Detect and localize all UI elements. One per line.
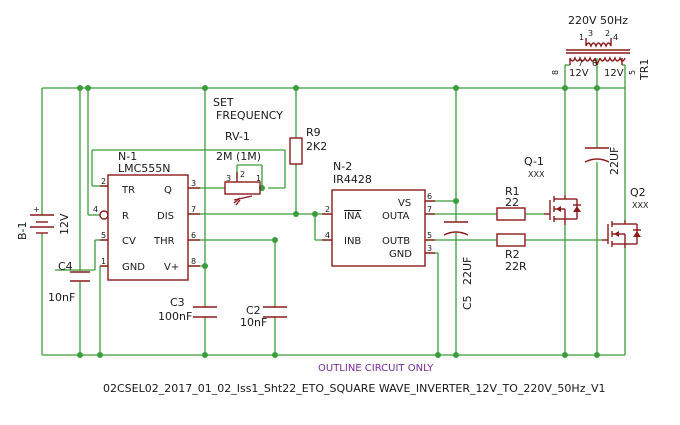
- pin-label-vs: VS: [398, 198, 411, 209]
- pin-num-5: 5: [101, 231, 106, 240]
- tr1-name: TR1: [638, 59, 651, 81]
- resistor-r1: R1 22: [496, 185, 526, 221]
- c6-value: 22UF: [608, 147, 621, 175]
- c4-value: 10nF: [48, 291, 75, 304]
- c2-value: 10nF: [240, 316, 267, 329]
- pin-num-4: 4: [93, 205, 98, 214]
- tr1-pin8: 8: [551, 70, 560, 75]
- tr1-pin6: 6: [592, 59, 597, 68]
- b1-value: 12V: [58, 213, 71, 235]
- tr1-pin1: 1: [579, 33, 584, 42]
- pin-label-outa: OUTA: [382, 211, 410, 222]
- pin-label-gnd2: GND: [389, 249, 412, 260]
- tr1-sec-left: 12V: [569, 68, 589, 79]
- r9-value: 2K2: [306, 140, 327, 153]
- capacitor-c3: C3 100nF: [158, 296, 217, 323]
- tr1-pin5: 5: [628, 70, 637, 75]
- capacitor-c6: 22UF: [584, 147, 621, 175]
- tr1-pin4: 4: [613, 33, 618, 42]
- n2-pin-num-5: 5: [427, 231, 432, 240]
- tr1-primary-label: 220V 50Hz: [568, 14, 628, 27]
- n2-pin-num-3: 3: [427, 244, 432, 253]
- rv1-pin1: 1: [256, 174, 261, 183]
- outline-note: OUTLINE CIRCUIT ONLY: [318, 363, 434, 374]
- pin-label-r: R: [122, 211, 129, 222]
- set-label: SET: [213, 96, 234, 109]
- pin-label-q: Q: [164, 185, 172, 196]
- n2-name: N-2: [333, 160, 352, 173]
- pin-label-dis: DIS: [157, 211, 174, 222]
- pin-label-vplus: V+: [164, 262, 179, 273]
- pin-num-6: 6: [191, 231, 196, 240]
- rv1-pin3: 3: [226, 174, 231, 183]
- r9-name: R9: [306, 126, 321, 139]
- mosfet-q1: Q-1 XXX: [524, 155, 581, 225]
- pin-label-tr: TR: [121, 185, 135, 196]
- pin-label-inb: INB: [344, 236, 361, 247]
- rv1-pin2: 2: [240, 170, 245, 179]
- potentiometer-rv1: RV-1 2M (1M) 3 2 1: [216, 130, 261, 206]
- ic-n1-lmc555n: N-1 LMC555N TR R CV GND Q DIS THR V+ 2 4…: [93, 150, 200, 281]
- c4-name: C4: [58, 260, 73, 273]
- q1-value: XXX: [528, 170, 545, 179]
- r2-name: R2: [505, 248, 520, 261]
- b1-name: B-1: [16, 221, 29, 240]
- pin-label-thr: THR: [153, 236, 175, 247]
- n2-part: IR4428: [333, 173, 372, 186]
- c3-name: C3: [170, 296, 185, 309]
- footer-drawing-id: 02CSEL02_2017_01_02_Iss1_Sht22_ETO_SQUAR…: [103, 382, 606, 395]
- r2-value: 22R: [505, 260, 527, 273]
- r1-name: R1: [505, 185, 520, 198]
- svg-text:+: +: [33, 205, 40, 214]
- battery-b1: + B-1 12V: [16, 205, 71, 240]
- pin-num-7: 7: [191, 205, 196, 214]
- capacitor-c5: C5 22UF: [443, 221, 474, 310]
- wires: [41, 58, 626, 356]
- pin-num-2: 2: [101, 177, 106, 186]
- capacitor-c4: C4 10nF: [48, 260, 90, 304]
- capacitor-c2: C2 10nF: [240, 304, 287, 329]
- rv1-value: 2M (1M): [216, 150, 261, 163]
- c5-value: 22UF: [461, 257, 474, 285]
- c5-name: C5: [461, 295, 474, 310]
- n2-pin-num-2: 2: [325, 205, 330, 214]
- n1-part: LMC555N: [118, 162, 171, 175]
- n2-pin-num-4: 4: [325, 231, 330, 240]
- c3-value: 100nF: [158, 310, 192, 323]
- resistor-r2: R2 22R: [496, 233, 527, 273]
- q1-name: Q-1: [524, 155, 544, 168]
- rv1-name: RV-1: [225, 130, 250, 143]
- n1-name: N-1: [118, 150, 137, 163]
- pin-num-1: 1: [101, 257, 106, 266]
- pin-label-gnd: GND: [122, 262, 145, 273]
- junctions: [77, 85, 600, 358]
- mosfet-q2: Q2 XXX: [602, 186, 649, 248]
- ic-n2-ir4428: N-2 IR4428 INA INB VS OUTA OUTB GND 2 4 …: [322, 160, 435, 267]
- frequency-label: FREQUENCY: [216, 109, 283, 122]
- q2-value: XXX: [632, 201, 649, 210]
- pin-label-ina: INA: [344, 211, 361, 222]
- tr1-pin7: 7: [578, 59, 583, 68]
- pin-num-8: 8: [191, 257, 196, 266]
- resistor-r9: R9 2K2: [289, 126, 327, 165]
- pin-label-cv: CV: [122, 236, 136, 247]
- tr1-pin2: 2: [605, 29, 610, 38]
- c2-name: C2: [246, 304, 261, 317]
- pin-num-3: 3: [191, 179, 196, 188]
- pin-label-outb: OUTB: [382, 236, 410, 247]
- n2-pin-num-6: 6: [427, 192, 432, 201]
- transformer-tr1: 220V 50Hz 1 2 3 4 8 7 6 5 12V 12V TR1: [551, 14, 651, 81]
- tr1-pin3: 3: [588, 29, 593, 38]
- q2-name: Q2: [630, 186, 646, 199]
- n2-pin-num-7: 7: [427, 205, 432, 214]
- tr1-sec-right: 12V: [604, 68, 624, 79]
- r1-value: 22: [505, 196, 519, 209]
